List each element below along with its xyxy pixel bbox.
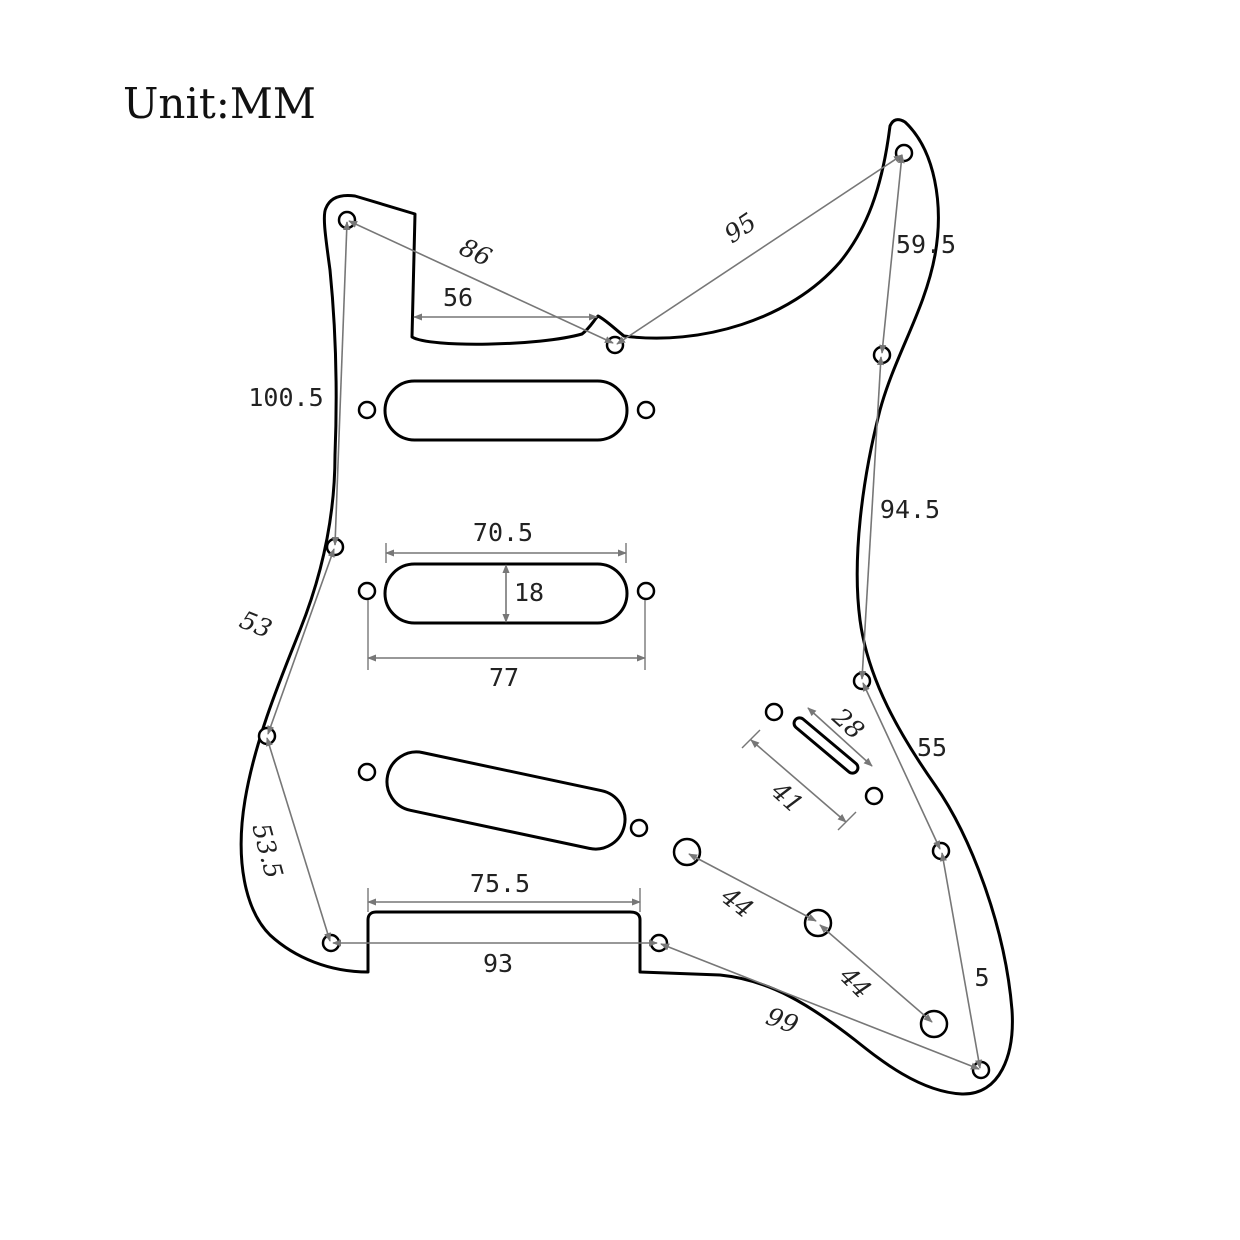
screw-hole-8 <box>931 841 951 861</box>
dim-label-94-5: 94.5 <box>880 495 940 524</box>
dim-line-53 <box>267 548 335 735</box>
dim-label-59-5: 59.5 <box>896 230 956 259</box>
dim-line-86 <box>348 220 614 344</box>
screw-hole-11 <box>971 1060 991 1080</box>
dim-label-53: 53 <box>236 605 276 644</box>
dim-line-41 <box>750 739 847 823</box>
dim-label-86: 86 <box>455 232 496 272</box>
dim-line-44-a <box>688 853 817 922</box>
dim-label-55: 55 <box>917 733 947 762</box>
bridge-pickup-hole-left <box>357 762 377 782</box>
ext-tick <box>837 811 857 831</box>
dim-label-93: 93 <box>483 949 513 978</box>
neck-pickup-hole-left <box>357 400 377 420</box>
dim-line-44-b <box>819 924 933 1023</box>
dim-label-99: 99 <box>762 1001 802 1039</box>
dim-line-55 <box>862 682 941 850</box>
neck-pickup-hole-right <box>636 400 656 420</box>
screw-hole-2 <box>605 335 625 355</box>
volume-knob-hole <box>672 837 702 867</box>
dim-label-18: 18 <box>514 578 544 607</box>
dim-label-100-5: 100.5 <box>248 383 323 412</box>
pickguard-outline <box>239 118 1014 1096</box>
dim-line-100-5 <box>331 221 351 546</box>
dim-label-56: 56 <box>443 283 473 312</box>
switch-screw-hole-top <box>764 702 784 722</box>
switch-screw-hole-bottom <box>864 786 884 806</box>
bridge-pickup-cutout <box>385 750 627 851</box>
middle-pickup-hole-right <box>636 581 656 601</box>
dim-label-5: 5 <box>974 963 989 992</box>
dim-label-77: 77 <box>489 663 519 692</box>
ext-tick <box>741 729 761 749</box>
dim-line-53-5 <box>265 737 332 942</box>
bridge-pickup-hole-right <box>629 818 649 838</box>
dim-line-95 <box>616 154 903 345</box>
screw-hole-3 <box>894 143 914 163</box>
middle-pickup-hole-left <box>357 581 377 601</box>
dim-line-59-5 <box>879 154 905 354</box>
dim-label-75-5: 75.5 <box>470 869 530 898</box>
dimension-lines <box>265 154 983 1070</box>
dim-line-28 <box>807 707 873 767</box>
dim-label-95: 95 <box>719 207 762 249</box>
dim-label-70-5: 70.5 <box>473 518 533 547</box>
dim-line-94-5 <box>858 356 885 680</box>
unit-label: Unit:MM <box>123 79 316 128</box>
screw-hole-7 <box>257 726 277 746</box>
neck-pickup-cutout <box>383 379 629 442</box>
